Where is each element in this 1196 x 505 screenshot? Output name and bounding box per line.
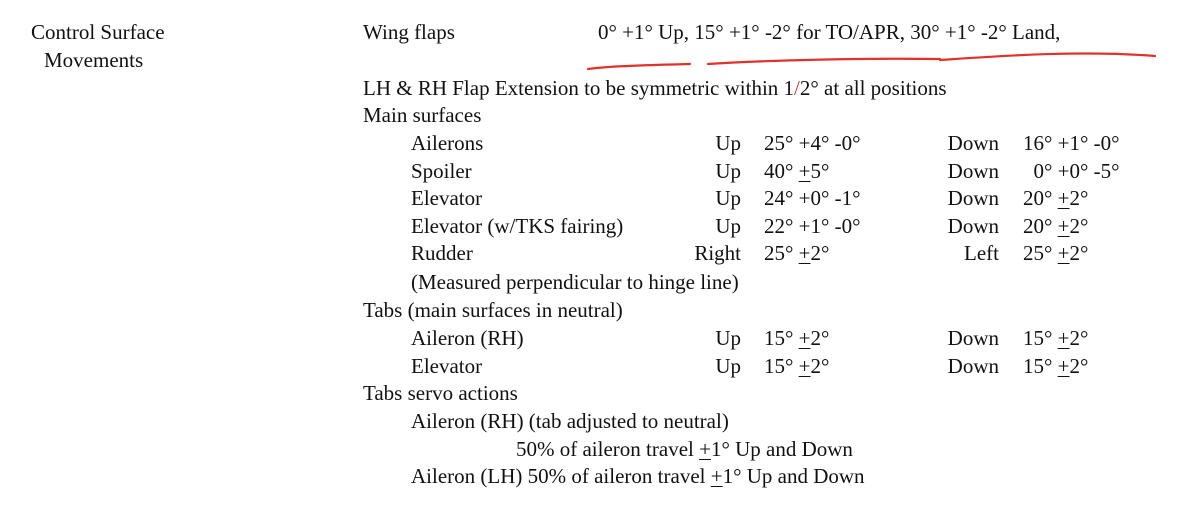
row-name: Elevator: [411, 353, 483, 378]
servo-rh-value-a: 50% of aileron travel: [516, 437, 700, 461]
row-value-1: 25° +2°: [764, 240, 829, 267]
row-direction-2: Down: [947, 186, 999, 210]
row-name: Elevator: [411, 186, 483, 210]
value-2-part: +: [1057, 353, 1070, 378]
value-1-part: +: [798, 241, 811, 265]
row-value-1: 15° +2°: [764, 353, 829, 380]
value-2-part: 25°: [1023, 241, 1058, 265]
value-1-part: 2°: [810, 241, 830, 265]
row-direction-2: Down: [947, 326, 999, 350]
value-1-part: 2°: [810, 326, 830, 350]
tabs-heading: Tabs (main surfaces in neutral): [363, 298, 623, 322]
value-1-part: 5°: [810, 158, 830, 183]
row-value-2: 15° +2°: [1023, 325, 1088, 352]
servo-rh-value: 50% of aileron travel +1° Up and Down: [516, 436, 853, 463]
value-2-part: 2°: [1069, 241, 1089, 265]
row-direction-2: Down: [947, 158, 999, 183]
row-name: Ailerons: [411, 131, 484, 155]
value-1-part: +: [798, 326, 811, 350]
value-2-part: 2°: [1069, 353, 1089, 378]
row-value-2: 20° +2°: [1023, 213, 1088, 240]
value-2-part: 2°: [1069, 186, 1089, 210]
servo-rh-plusminus: +: [699, 437, 711, 461]
row-name: Spoiler: [411, 158, 472, 183]
section-title-line1: Control Surface: [31, 20, 165, 44]
underline-mark-2: [706, 57, 942, 66]
servo-lh-line: Aileron (LH) 50% of aileron travel +1° U…: [411, 463, 865, 490]
symmetry-slash: /: [794, 76, 800, 100]
section-title-line2: Movements: [44, 48, 144, 72]
row-name: Elevator (w/TKS fairing): [411, 213, 624, 238]
value-2-part: 15°: [1023, 326, 1058, 350]
value-1-part: 25°: [764, 241, 799, 265]
value-1-part: +: [798, 158, 811, 183]
servo-lh-plusminus: +: [710, 464, 723, 488]
wing-flaps-label: Wing flaps: [363, 20, 455, 44]
value-2-part: +: [1057, 326, 1070, 350]
row-direction-2: Down: [947, 213, 999, 238]
measurement-note: (Measured perpendicular to hinge line): [411, 270, 739, 294]
row-direction-2: Down: [947, 353, 999, 378]
value-2-part: 0° +0° -5°: [1023, 158, 1120, 183]
row-value-1: 15° +2°: [764, 325, 829, 352]
row-direction-1: Right: [694, 241, 741, 265]
value-1-part: +: [798, 353, 811, 378]
flap-symmetry-note: LH & RH Flap Extension to be symmetric w…: [363, 75, 947, 102]
row-name: Rudder: [411, 241, 473, 265]
value-2-part: 2°: [1069, 326, 1089, 350]
symmetry-text-a: LH & RH Flap Extension to be symmetric w…: [363, 76, 795, 100]
row-value-2: 16° +1° -0°: [1023, 130, 1120, 157]
row-value-2: 15° +2°: [1023, 353, 1088, 380]
value-2-part: 20°: [1023, 213, 1058, 238]
value-1-part: 40°: [764, 158, 799, 183]
row-value-2: 20° +2°: [1023, 185, 1088, 212]
row-direction-1: Up: [715, 186, 741, 210]
value-2-part: +: [1057, 186, 1070, 210]
wing-flaps-settings: 0° +1° Up, 15° +1° -2° for TO/APR, 30° +…: [598, 20, 1061, 44]
row-value-2: 0° +0° -5°: [1023, 158, 1120, 185]
servo-rh-label: Aileron (RH) (tab adjusted to neutral): [411, 409, 729, 433]
row-direction-1: Up: [715, 131, 741, 155]
underline-mark-3: [938, 52, 1157, 62]
value-1-part: 25° +4° -0°: [764, 131, 861, 155]
row-value-1: 22° +1° -0°: [764, 213, 861, 240]
row-value-1: 40° +5°: [764, 158, 829, 185]
value-2-part: +: [1057, 241, 1070, 265]
underline-mark-1: [586, 62, 692, 71]
value-1-part: 15°: [764, 326, 799, 350]
value-1-part: 15°: [764, 353, 799, 378]
row-value-1: 25° +4° -0°: [764, 130, 861, 157]
servo-lh-b: 1° Up and Down: [722, 464, 865, 488]
servo-heading: Tabs servo actions: [363, 381, 518, 405]
row-name: Aileron (RH): [411, 326, 524, 350]
row-value-2: 25° +2°: [1023, 240, 1088, 267]
row-direction-1: Up: [715, 353, 741, 378]
row-direction-1: Up: [715, 326, 741, 350]
value-1-part: 24° +0° -1°: [764, 186, 861, 210]
value-1-part: 2°: [810, 353, 830, 378]
row-value-1: 24° +0° -1°: [764, 185, 861, 212]
row-direction-2: Down: [947, 131, 999, 155]
row-direction-2: Left: [964, 241, 999, 265]
value-2-part: 15°: [1023, 353, 1058, 378]
value-2-part: 16° +1° -0°: [1023, 131, 1120, 155]
value-2-part: 2°: [1069, 213, 1089, 238]
row-direction-1: Up: [715, 158, 741, 183]
main-surfaces-heading: Main surfaces: [363, 103, 482, 127]
value-1-part: 22° +1° -0°: [764, 213, 861, 238]
symmetry-text-b: 2° at all positions: [799, 76, 947, 100]
value-2-part: +: [1057, 213, 1070, 238]
servo-rh-value-b: 1° Up and Down: [710, 437, 853, 461]
row-direction-1: Up: [715, 213, 741, 238]
value-2-part: 20°: [1023, 186, 1058, 210]
servo-lh-a: Aileron (LH) 50% of aileron travel: [411, 464, 711, 488]
